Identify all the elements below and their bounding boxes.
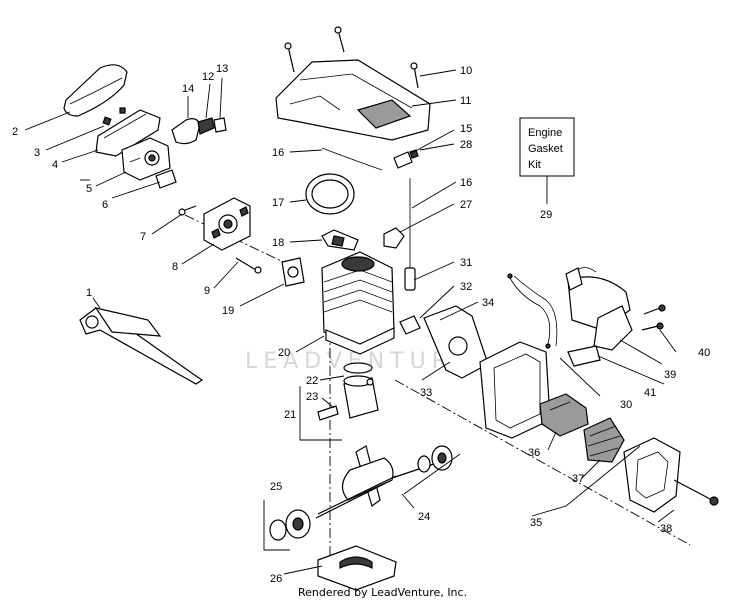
spark-screen <box>583 417 625 463</box>
callout-1: 1 <box>86 287 92 299</box>
callout-numbers: 1 2 3 4 5 6 7 8 9 10 11 12 13 14 15 16 1… <box>12 63 710 585</box>
callout-41: 41 <box>644 387 656 399</box>
callout-14: 14 <box>182 83 194 95</box>
callout-16b: 16 <box>460 177 472 189</box>
callout-21: 21 <box>284 409 296 421</box>
spark-arrestor-36 <box>539 393 589 437</box>
callout-30: 30 <box>620 399 632 411</box>
screw-head-9 <box>254 266 262 274</box>
cylinder-cover <box>275 59 431 141</box>
callout-38: 38 <box>660 523 672 535</box>
piston <box>343 362 379 419</box>
right-bearing <box>417 445 453 473</box>
callout-27: 27 <box>460 199 472 211</box>
callout-24: 24 <box>418 511 430 523</box>
screw-head-7 <box>178 208 186 216</box>
scrench-tool <box>79 307 204 385</box>
callout-6: 6 <box>102 199 108 211</box>
ignition-module <box>565 267 633 351</box>
callout-16a: 16 <box>272 147 284 159</box>
callout-3: 3 <box>34 147 40 159</box>
callout-32: 32 <box>460 281 472 293</box>
callout-7: 7 <box>140 231 146 243</box>
crankshaft <box>315 445 441 519</box>
intake-manifold <box>203 197 251 251</box>
bolt-head-38 <box>709 496 719 506</box>
callout-12: 12 <box>202 71 214 83</box>
callout-25: 25 <box>270 481 282 493</box>
engine-gasket-kit-box: Engine Gasket Kit <box>519 117 575 204</box>
callout-4: 4 <box>52 159 58 171</box>
muffler-gasket-32 <box>399 315 421 335</box>
callout-33: 33 <box>420 387 432 399</box>
callout-22: 22 <box>306 375 318 387</box>
callout-11: 11 <box>460 95 471 107</box>
carburetor <box>121 137 171 181</box>
callout-13: 13 <box>216 63 228 75</box>
render-credit: Rendered by LeadVenture, Inc. <box>298 586 467 599</box>
kit-label-line2: Gasket <box>528 143 563 155</box>
callout-10: 10 <box>460 65 472 77</box>
callout-35: 35 <box>530 517 542 529</box>
spark-plug <box>321 229 359 251</box>
piston-pin <box>317 405 339 421</box>
callout-17: 17 <box>272 197 284 209</box>
washer-28 <box>409 149 419 159</box>
ignition-lead <box>404 178 416 291</box>
callout-29: 29 <box>540 209 552 221</box>
kit-label-line1: Engine <box>528 127 562 139</box>
muffler-body <box>479 341 551 439</box>
callout-28: 28 <box>460 139 472 151</box>
ring-17 <box>305 173 355 215</box>
cylinder <box>321 251 395 355</box>
callout-31: 31 <box>460 257 472 269</box>
plug-boot <box>383 227 405 249</box>
fuel-line <box>321 147 383 171</box>
callout-19: 19 <box>222 305 234 317</box>
callout-36: 36 <box>528 447 540 459</box>
muffler-plate <box>423 305 489 379</box>
intake-gasket <box>281 257 305 287</box>
module-screws <box>641 304 666 331</box>
callout-34: 34 <box>482 297 494 309</box>
callout-18: 18 <box>272 237 284 249</box>
air-filter-cover <box>63 64 128 117</box>
muffler-cover <box>623 437 681 513</box>
callout-8: 8 <box>172 261 178 273</box>
callout-37: 37 <box>572 473 584 485</box>
impulse-fitting <box>171 117 227 145</box>
carb-gasket <box>155 169 177 189</box>
bracket-21 <box>299 386 342 441</box>
muffler-bolt <box>673 479 713 501</box>
grommet-15 <box>393 151 413 169</box>
bracket-41 <box>567 345 601 367</box>
bracket-25 <box>263 500 290 551</box>
wire-leads <box>507 273 558 349</box>
crankcase-cap <box>317 545 397 591</box>
callout-23: 23 <box>306 391 318 403</box>
kit-label-line3: Kit <box>528 159 541 171</box>
callout-15: 15 <box>460 123 472 135</box>
air-filter-base <box>95 107 161 157</box>
callout-2: 2 <box>12 126 18 138</box>
callout-20: 20 <box>278 347 290 359</box>
callout-26: 26 <box>270 573 282 585</box>
callout-9: 9 <box>204 285 210 297</box>
screw-9 <box>235 257 257 271</box>
side-axis-line <box>394 379 691 546</box>
callout-40: 40 <box>698 347 710 359</box>
left-bearing <box>269 509 311 541</box>
leader-lines <box>24 69 677 575</box>
callout-5: 5 <box>86 183 92 195</box>
callout-39: 39 <box>664 369 676 381</box>
cover-screws <box>284 26 419 89</box>
